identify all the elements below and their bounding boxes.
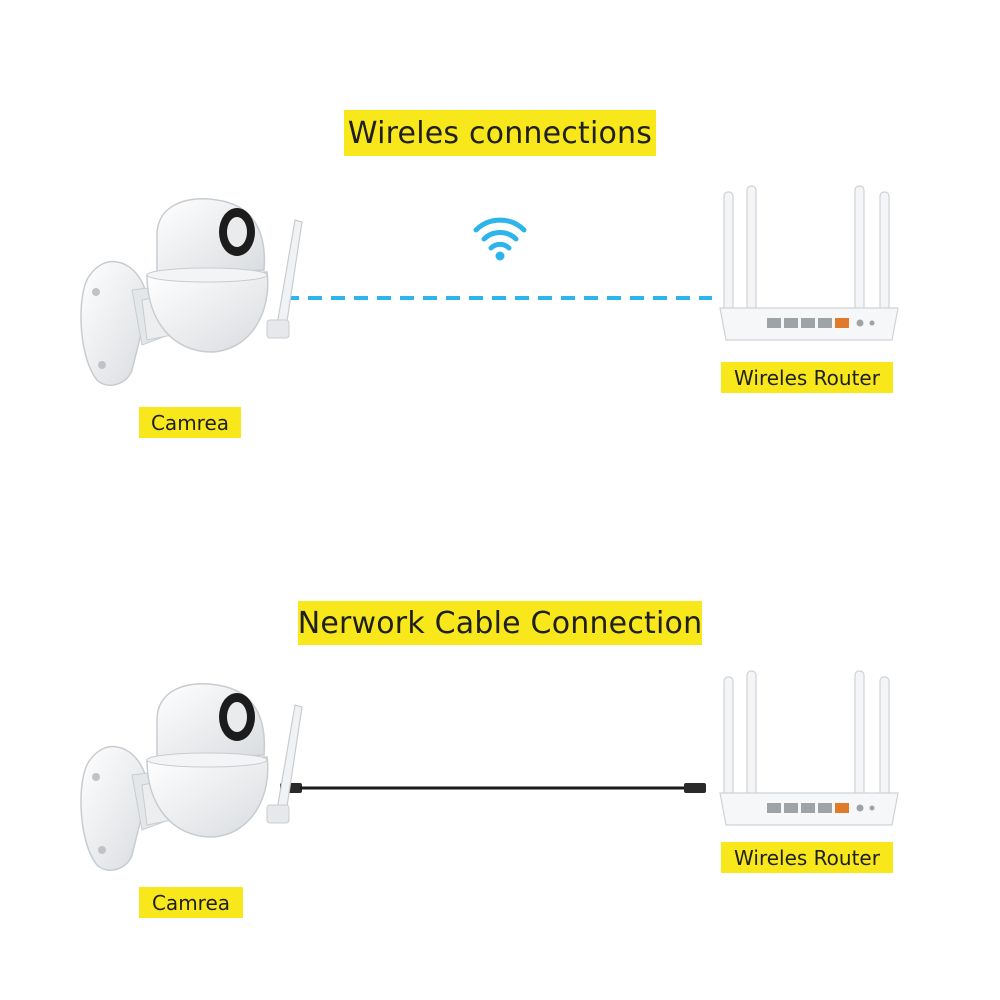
router-label: Wireles Router <box>721 362 893 393</box>
wifi-icon <box>473 217 527 261</box>
router-image <box>719 670 899 826</box>
camera-label: Camrea <box>139 887 243 918</box>
camera-image <box>80 198 303 386</box>
camera-label: Camrea <box>139 407 241 438</box>
cable-section-title: Nerwork Cable Connection <box>298 601 702 645</box>
router-image <box>719 185 899 341</box>
router-label: Wireles Router <box>721 842 893 873</box>
wireless-section-title: Wireles connections <box>344 110 656 156</box>
camera-image <box>80 683 303 871</box>
